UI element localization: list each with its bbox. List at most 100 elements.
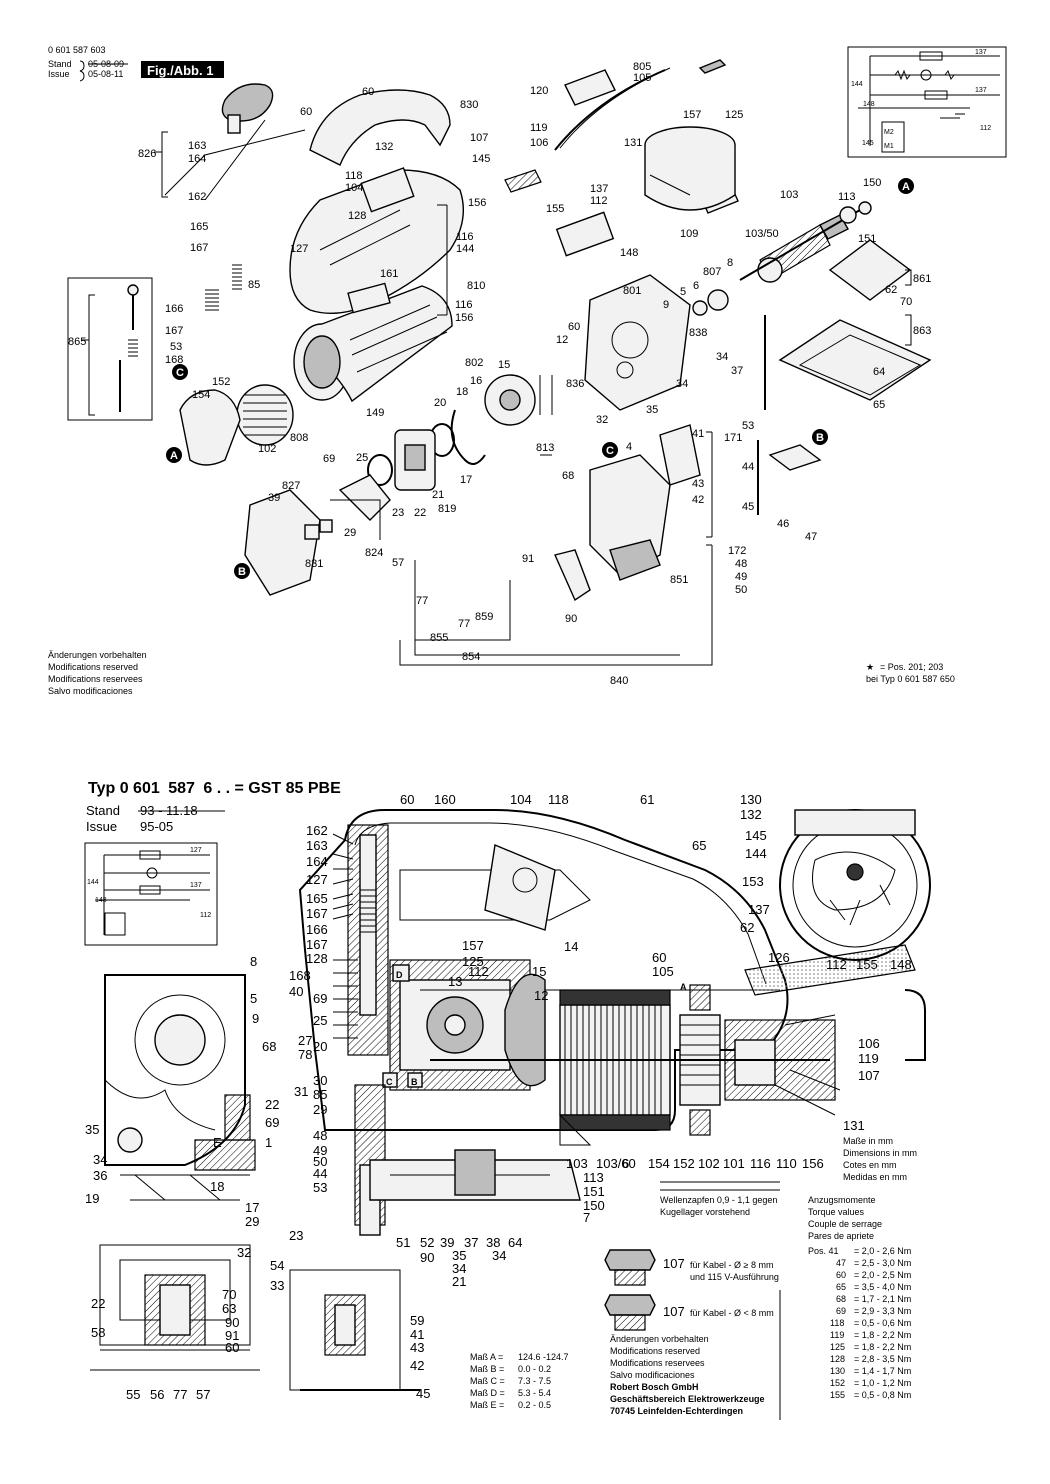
callout: 167: [165, 325, 183, 337]
marker-A: [166, 447, 182, 463]
field-coil-part: [236, 384, 294, 446]
callout: 9: [663, 299, 669, 311]
svg-text:150: 150: [583, 1198, 605, 1213]
callout: 23: [392, 507, 404, 519]
svg-text:31: 31: [294, 1084, 308, 1099]
svg-text:Modifications reserved: Modifications reserved: [610, 1346, 700, 1356]
svg-text:C: C: [606, 445, 614, 457]
callout: 854: [462, 651, 480, 663]
issue-date: 05-08-11: [88, 69, 123, 79]
svg-text:70745 Leinfelden-Echterdingen: 70745 Leinfelden-Echterdingen: [610, 1406, 743, 1416]
measure-label: Maß C =: [470, 1376, 505, 1386]
callout: 53: [742, 420, 754, 432]
svg-text:137: 137: [190, 882, 202, 889]
callout: 149: [366, 407, 384, 419]
svg-text:E: E: [213, 1135, 222, 1150]
svg-text:112: 112: [468, 964, 489, 979]
callout: 150: [863, 177, 881, 189]
torque-range: = 2,9 - 3,3 Nm: [854, 1306, 911, 1316]
callout: 151: [858, 233, 876, 245]
svg-text:85: 85: [313, 1087, 327, 1102]
svg-text:52: 52: [420, 1235, 434, 1250]
callout: 861: [913, 273, 931, 285]
torque-pos: 130: [830, 1366, 845, 1376]
callout: 167: [190, 242, 208, 254]
callout: 39: [268, 492, 280, 504]
svg-text:Änderungen vorbehalten: Änderungen vorbehalten: [610, 1334, 709, 1344]
torque-pos: 119: [830, 1330, 844, 1340]
gasket-plate-part: [244, 489, 321, 596]
callout: 840: [610, 675, 628, 687]
torque-range: = 2,0 - 2,5 Nm: [854, 1270, 911, 1280]
callout: 35: [646, 404, 658, 416]
torque-range: = 1,8 - 2,2 Nm: [854, 1330, 911, 1340]
handle-top-part: [309, 89, 451, 166]
bracket-826: [154, 131, 168, 198]
svg-text:165: 165: [306, 891, 328, 906]
callout: 132: [375, 141, 393, 153]
svg-text:113: 113: [583, 1170, 604, 1185]
svg-text:77: 77: [173, 1387, 187, 1402]
callout: 15: [498, 359, 510, 371]
callout: 830: [460, 99, 478, 111]
callout: 112: [590, 195, 608, 207]
callout: 22: [414, 507, 426, 519]
callout: 805: [633, 61, 651, 73]
svg-text:107: 107: [858, 1068, 880, 1083]
svg-text:56: 56: [150, 1387, 164, 1402]
doc-number: 0 601 587 603: [48, 45, 106, 55]
svg-text:118: 118: [548, 792, 569, 807]
svg-text:103/60: 103/60: [596, 1156, 636, 1171]
svg-text:22: 22: [265, 1097, 279, 1112]
header: 0 601 587 603 Stand Issue 05-08-09 05-08…: [48, 45, 224, 82]
fan-part: [504, 973, 546, 1087]
typ-title: Typ 0 601 587 6 . . = GST 85 PBE: [88, 780, 341, 797]
svg-text:152: 152: [673, 1156, 695, 1171]
fig-label-box: [141, 61, 224, 78]
callout: 44: [742, 461, 754, 473]
svg-text:127: 127: [190, 847, 202, 854]
svg-text:14: 14: [564, 939, 578, 954]
torque-range: = 3,5 - 4,0 Nm: [854, 1282, 911, 1292]
svg-text:148: 148: [95, 897, 107, 904]
measure-label: Maß A =: [470, 1352, 503, 1362]
cable-gland-b-icon: [604, 1294, 656, 1331]
callout: 165: [190, 221, 208, 233]
callout: 37: [731, 365, 743, 377]
torque-pos: 60: [836, 1270, 846, 1280]
callout: 16: [470, 375, 482, 387]
callout: 69: [323, 453, 335, 465]
issue-label: Issue: [48, 69, 70, 79]
callout: 91: [522, 553, 534, 565]
svg-text:69: 69: [265, 1115, 279, 1130]
svg-text:bei Typ 0 601 587 650: bei Typ 0 601 587 650: [866, 674, 955, 684]
svg-text:45: 45: [416, 1386, 430, 1401]
svg-text:128: 128: [306, 951, 328, 966]
svg-text:125: 125: [462, 954, 484, 969]
callout: 162: [188, 191, 206, 203]
callout: 42: [692, 494, 704, 506]
callout: 163: [188, 140, 206, 152]
svg-text:18: 18: [210, 1179, 224, 1194]
svg-text:105: 105: [652, 964, 674, 979]
svg-text:Wellenzapfen 0,9 - 1,1 gegen: Wellenzapfen 0,9 - 1,1 gegen: [660, 1195, 777, 1205]
svg-text:154: 154: [648, 1156, 670, 1171]
svg-text:B: B: [411, 1077, 418, 1087]
measure-value: 5.3 - 5.4: [518, 1388, 551, 1398]
svg-text:104: 104: [510, 792, 532, 807]
measure-value: 124.6 -124.7: [518, 1352, 569, 1362]
torque-pos: Pos. 41: [808, 1246, 839, 1256]
svg-text:35: 35: [85, 1122, 99, 1137]
svg-text:51: 51: [396, 1235, 410, 1250]
svg-text:48: 48: [313, 1128, 327, 1143]
callout: 20: [434, 397, 446, 409]
callout: 113: [838, 191, 856, 203]
cable-gland-a-icon: [604, 1249, 656, 1286]
svg-text:D: D: [396, 970, 403, 980]
callout: 826: [138, 148, 156, 160]
svg-text:137: 137: [975, 87, 987, 94]
marker-A-top: [898, 178, 914, 194]
svg-text:59: 59: [410, 1313, 424, 1328]
svg-text:167: 167: [306, 937, 328, 952]
svg-text:15: 15: [532, 964, 546, 979]
